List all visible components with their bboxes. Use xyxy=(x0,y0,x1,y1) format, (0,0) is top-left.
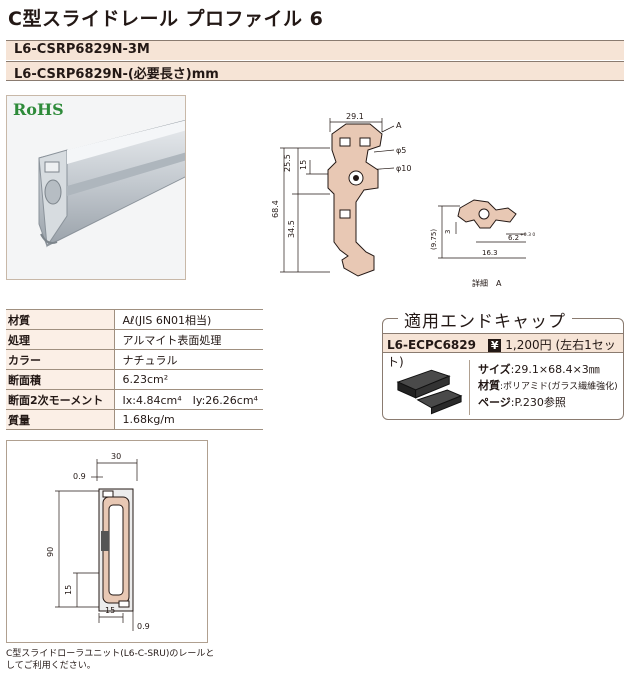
svg-text:φ5: φ5 xyxy=(396,146,406,155)
endcap-part-row: L6-ECPC6829 ¥ 1,200円 (左右1セット) xyxy=(383,333,623,369)
spec-value: Aℓ(JIS 6N01相当) xyxy=(113,309,263,330)
spec-value: Ix:4.84cm⁴ Iy:26.26cm⁴ xyxy=(113,389,263,410)
endcap-price: 1,200円 (左右1セット) xyxy=(387,338,616,369)
svg-text:16.3: 16.3 xyxy=(482,249,498,257)
yen-icon: ¥ xyxy=(487,339,502,352)
spec-key: カラー xyxy=(6,349,114,370)
svg-text:29.1: 29.1 xyxy=(346,112,364,121)
spec-key: 処理 xyxy=(6,329,114,350)
svg-text:68.4: 68.4 xyxy=(271,200,280,218)
svg-text:(9.75): (9.75) xyxy=(430,229,438,250)
svg-text:3: 3 xyxy=(444,230,452,234)
cross-section-drawing: 29.1 A φ5 φ10 25.5 15 68.4 34.5 (9.75) 3… xyxy=(271,112,535,288)
rohs-logo: RoHS xyxy=(13,100,64,119)
size-value: :29.1×68.4×3㎜ xyxy=(510,363,600,376)
spec-table: 材質 Aℓ(JIS 6N01相当) 処理 アルマイト表面処理 カラー ナチュラル… xyxy=(6,309,263,430)
usage-note: C型スライドローラユニット(L6-C-SRU)のレールとしてご利用ください。 xyxy=(6,649,215,671)
spec-row: 材質 Aℓ(JIS 6N01相当) xyxy=(6,309,263,330)
spec-row: 質量 1.68kg/m xyxy=(6,409,263,430)
page-title: C型スライドレール プロファイル 6 xyxy=(8,8,324,30)
svg-text:15: 15 xyxy=(299,160,308,170)
product-photo: RoHS xyxy=(6,95,186,280)
svg-text:0.9: 0.9 xyxy=(137,622,150,631)
spec-key: 断面積 xyxy=(6,369,114,390)
page-label: ページ xyxy=(478,396,511,409)
material-label: 材質 xyxy=(478,379,500,392)
spec-row: 断面積 6.23cm² xyxy=(6,369,263,390)
material-value: :ポリアミド(ガラス繊維強化) xyxy=(500,382,618,392)
spec-key: 質量 xyxy=(6,409,114,430)
side-view-box: 30 0.9 90 15 15 0.9 xyxy=(6,440,208,643)
spec-value: ナチュラル xyxy=(113,349,263,370)
size-label: サイズ xyxy=(478,363,511,376)
svg-text:φ10: φ10 xyxy=(396,164,411,173)
svg-text:25.5: 25.5 xyxy=(283,154,292,172)
svg-text:詳細 A: 詳細 A xyxy=(472,278,502,288)
spec-row: カラー ナチュラル xyxy=(6,349,263,370)
svg-text:+0.3 0: +0.3 0 xyxy=(520,232,535,238)
endcap-info: サイズ:29.1×68.4×3㎜ 材質:ポリアミド(ガラス繊維強化) ページ:P… xyxy=(478,362,618,411)
part-number-fixed: L6-CSRP6829N-3M xyxy=(6,40,624,60)
spec-value: 6.23cm² xyxy=(113,369,263,390)
svg-text:0.9: 0.9 xyxy=(73,472,86,481)
endcap-title: 適用エンドキャップ xyxy=(398,307,572,332)
spec-key: 材質 xyxy=(6,309,114,330)
svg-text:15: 15 xyxy=(105,606,115,615)
svg-text:6.2: 6.2 xyxy=(508,234,519,242)
spec-row: 断面2次モーメント Ix:4.84cm⁴ Iy:26.26cm⁴ xyxy=(6,389,263,410)
svg-text:A: A xyxy=(396,121,402,130)
endcap-part-number: L6-ECPC6829 xyxy=(387,338,476,352)
spec-key: 断面2次モーメント xyxy=(6,389,114,410)
svg-text:30: 30 xyxy=(111,452,121,461)
rail-render xyxy=(38,119,185,248)
svg-text:90: 90 xyxy=(46,547,55,557)
spec-value: 1.68kg/m xyxy=(113,409,263,430)
spec-row: 処理 アルマイト表面処理 xyxy=(6,329,263,350)
svg-text:15: 15 xyxy=(64,585,73,595)
part-number-custom: L6-CSRP6829N-(必要長さ)mm xyxy=(6,61,624,82)
svg-text:34.5: 34.5 xyxy=(287,220,296,238)
page-value: :P.230参照 xyxy=(510,396,566,409)
spec-value: アルマイト表面処理 xyxy=(113,329,263,350)
side-view-drawing: 30 0.9 90 15 15 0.9 xyxy=(46,452,150,631)
endcap-image xyxy=(396,360,470,415)
